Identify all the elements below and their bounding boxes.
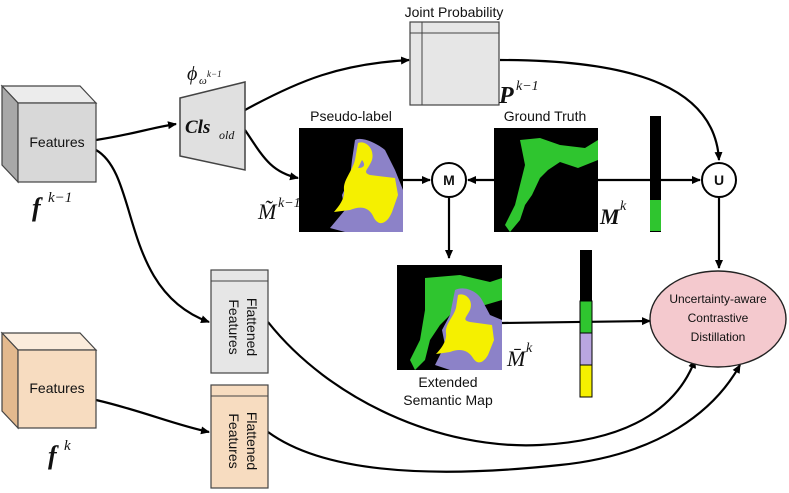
edge-extended-to-distill bbox=[501, 317, 651, 326]
svg-text:P: P bbox=[498, 83, 514, 109]
svg-text:M̃: M̃ bbox=[257, 199, 278, 224]
flattened-features-new: Flattened Features bbox=[210, 384, 269, 489]
gt-class-bar bbox=[650, 116, 661, 232]
pseudo-label-mask bbox=[299, 128, 403, 232]
mbar-math: M̄ k bbox=[506, 341, 533, 371]
svg-text:M̄: M̄ bbox=[506, 346, 527, 371]
edge-features-new-to-flattened bbox=[95, 398, 210, 435]
svg-text:ϕ: ϕ bbox=[187, 63, 197, 85]
edge-features-to-flattened bbox=[95, 149, 210, 324]
svg-text:Contrastive: Contrastive bbox=[688, 311, 749, 325]
union-node: U bbox=[701, 162, 737, 198]
edge-jointprob-to-union bbox=[499, 58, 723, 161]
svg-text:Distillation: Distillation bbox=[691, 330, 746, 344]
features-new-cube: Features bbox=[0, 331, 98, 430]
ground-truth-label: Ground Truth bbox=[504, 108, 587, 124]
extended-map-label-2: Semantic Map bbox=[403, 392, 493, 408]
extended-semantic-map bbox=[397, 265, 502, 370]
edge-cls-to-jointprob bbox=[244, 56, 410, 111]
ground-truth-mask bbox=[494, 128, 598, 232]
phi-math: ϕ ω k−1 bbox=[187, 63, 222, 87]
svg-text:k: k bbox=[64, 438, 71, 454]
features-old-cube: Features bbox=[0, 84, 98, 184]
svg-text:U: U bbox=[714, 172, 724, 188]
svg-text:k−1: k−1 bbox=[278, 196, 301, 211]
features-old-label: Features bbox=[29, 134, 84, 150]
flattened-features-old: Flattened Features bbox=[210, 269, 269, 374]
svg-text:f: f bbox=[32, 193, 43, 222]
svg-text:Flattened: Flattened bbox=[244, 412, 260, 470]
svg-text:k−1: k−1 bbox=[207, 69, 222, 79]
features-new-label: Features bbox=[29, 380, 84, 396]
edge-flattened-old-to-distill bbox=[267, 321, 697, 447]
svg-text:k: k bbox=[526, 341, 533, 356]
edges bbox=[95, 56, 741, 473]
svg-text:k−1: k−1 bbox=[516, 79, 539, 94]
joint-probability-matrix bbox=[409, 21, 500, 106]
svg-text:old: old bbox=[219, 128, 235, 142]
svg-text:Features: Features bbox=[226, 299, 242, 354]
svg-text:M: M bbox=[443, 172, 455, 188]
merge-node: M bbox=[431, 162, 467, 198]
svg-text:Uncertainty-aware: Uncertainty-aware bbox=[669, 292, 767, 306]
svg-text:Cls: Cls bbox=[185, 117, 210, 138]
m-math: M k bbox=[599, 199, 627, 229]
old-classifier: Cls old bbox=[179, 81, 246, 171]
f-old-math: f k−1 bbox=[32, 190, 72, 222]
p-math: P k−1 bbox=[498, 79, 539, 109]
f-new-math: f k bbox=[48, 438, 71, 470]
svg-text:k: k bbox=[620, 199, 627, 214]
distillation-node: Uncertainty-aware Contrastive Distillati… bbox=[649, 270, 787, 368]
svg-text:Features: Features bbox=[226, 413, 242, 468]
svg-text:M: M bbox=[599, 204, 621, 229]
joint-probability-label: Joint Probability bbox=[405, 4, 504, 20]
mtilde-math: M̃ k−1 bbox=[257, 196, 301, 224]
extended-map-label-1: Extended bbox=[418, 374, 477, 390]
svg-text:f: f bbox=[48, 441, 59, 470]
svg-text:ω: ω bbox=[199, 75, 207, 87]
edge-features-to-cls bbox=[95, 121, 177, 142]
edge-cls-to-pseudolabel bbox=[244, 129, 299, 181]
svg-text:k−1: k−1 bbox=[48, 190, 72, 206]
svg-text:Flattened: Flattened bbox=[244, 298, 260, 356]
edge-flattened-new-to-distill bbox=[267, 364, 741, 473]
extended-class-bar bbox=[579, 250, 593, 398]
pseudo-label-label: Pseudo-label bbox=[310, 108, 392, 124]
